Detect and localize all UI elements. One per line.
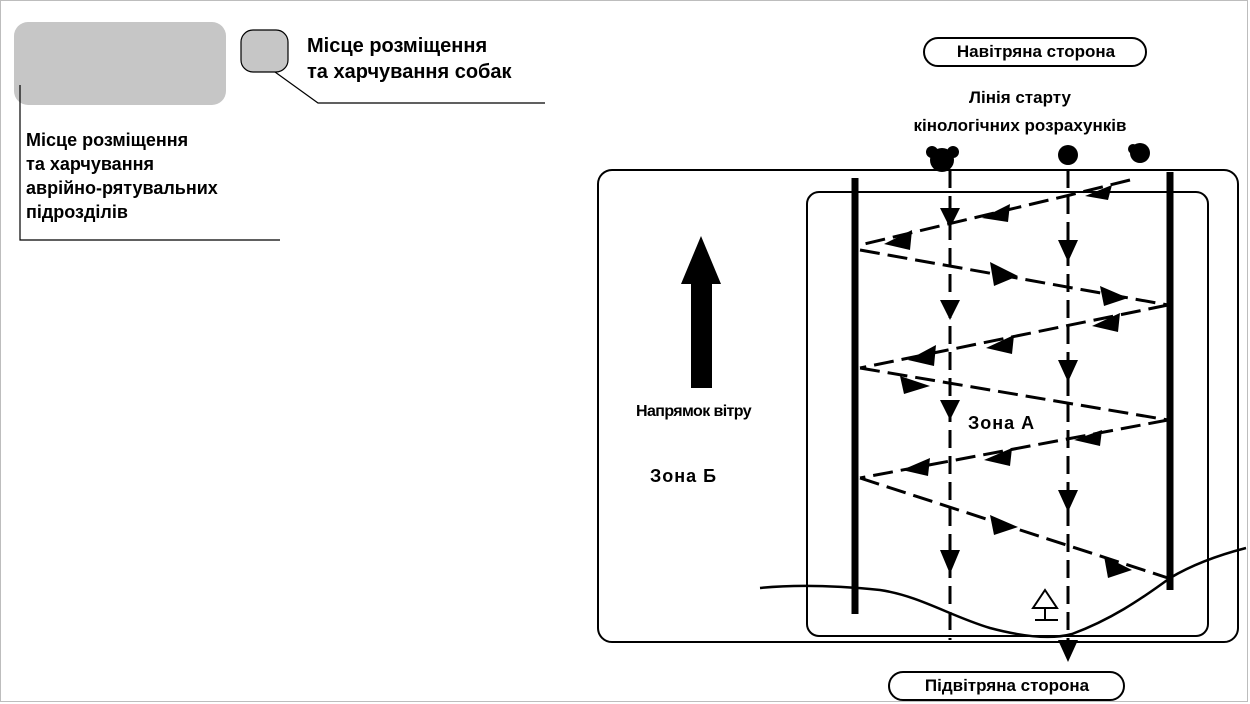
tree-icon (1031, 588, 1059, 621)
dogs-legend-label: Місце розміщення та харчування собак (307, 35, 512, 83)
terrain-line (759, 546, 1247, 639)
zone-a-label: Зона А (968, 413, 1036, 433)
wind-direction-arrow-head (681, 236, 721, 284)
zone-b-boundary (597, 169, 1239, 643)
wind-direction-arrow-shaft (691, 280, 712, 388)
leeward-label-pill (888, 671, 1125, 701)
vertical-track-arrowheads (940, 208, 1078, 662)
zone-b-label: Зона Б (650, 466, 718, 486)
wind-direction-label: Напрямок вітру (636, 403, 752, 420)
dogs-legend-leader (274, 71, 545, 104)
dogs-legend-swatch (240, 29, 289, 73)
rescue-units-legend-label: Місце розміщення та харчування аврійно-р… (26, 130, 218, 222)
zone-a-boundary (806, 191, 1209, 637)
windward-label: Навітряна сторона (956, 42, 1116, 61)
start-point-markers (926, 143, 1150, 172)
start-line-label: Лінія старту кінологічних розрахунків (913, 88, 1127, 135)
windward-label-pill (923, 37, 1147, 67)
rescue-units-legend-leader (19, 85, 280, 241)
rescue-units-legend-swatch (14, 22, 226, 105)
zigzag-arrowheads (884, 185, 1132, 578)
leeward-label: Підвітряна сторона (924, 676, 1090, 695)
handler-vertical-tracks (948, 170, 1070, 650)
